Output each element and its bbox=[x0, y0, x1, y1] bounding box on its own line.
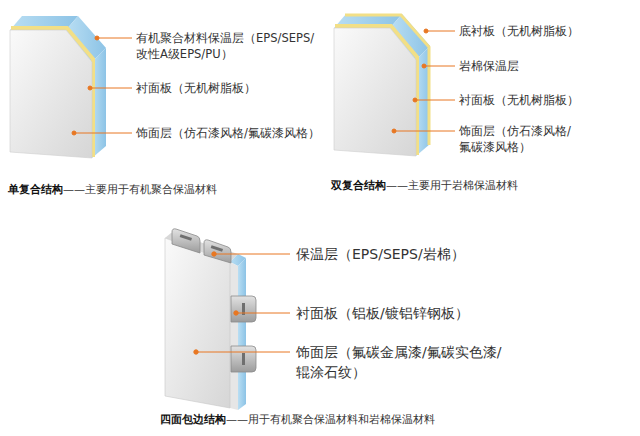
wrapped-edge-panel bbox=[165, 229, 256, 410]
caption-text: ——用于有机聚合保温材料和岩棉保温材料 bbox=[226, 412, 435, 428]
caption-text: ——主要用于有机聚合保温材料 bbox=[63, 182, 217, 198]
caption-title: 四面包边结构 bbox=[160, 412, 226, 428]
single-composite-panel bbox=[10, 16, 106, 158]
callout-label: 衬面板（铝板/镀铝锌钢板） bbox=[296, 303, 596, 323]
callout-label: 岩棉保温层 bbox=[459, 58, 634, 75]
caption-title: 双复合结构 bbox=[331, 178, 386, 194]
callout-label: 衬面板（无机树脂板） bbox=[459, 92, 634, 109]
double-composite-panel bbox=[334, 14, 430, 156]
caption-text: ——主要用于岩棉保温材料 bbox=[386, 178, 518, 194]
callout-label: 饰面层（仿石漆风格/氟碳漆风格） bbox=[459, 123, 634, 156]
callout-label: 保温层（EPS/SEPS/岩棉） bbox=[296, 244, 596, 264]
callout-label: 饰面层（仿石漆风格/氟碳漆风格） bbox=[136, 125, 336, 142]
callout-label: 衬面板（无机树脂板） bbox=[136, 80, 336, 97]
caption-title: 单复合结构 bbox=[8, 182, 63, 198]
callout-label: 饰面层（氟碳金属漆/氟碳实色漆/ 辊涂石纹） bbox=[296, 342, 511, 383]
callout-label: 底衬板（无机树脂板） bbox=[459, 23, 634, 40]
callout-label: 有机聚合材料保温层（EPS/SEPS/ 改性A级EPS/PU） bbox=[136, 30, 336, 63]
